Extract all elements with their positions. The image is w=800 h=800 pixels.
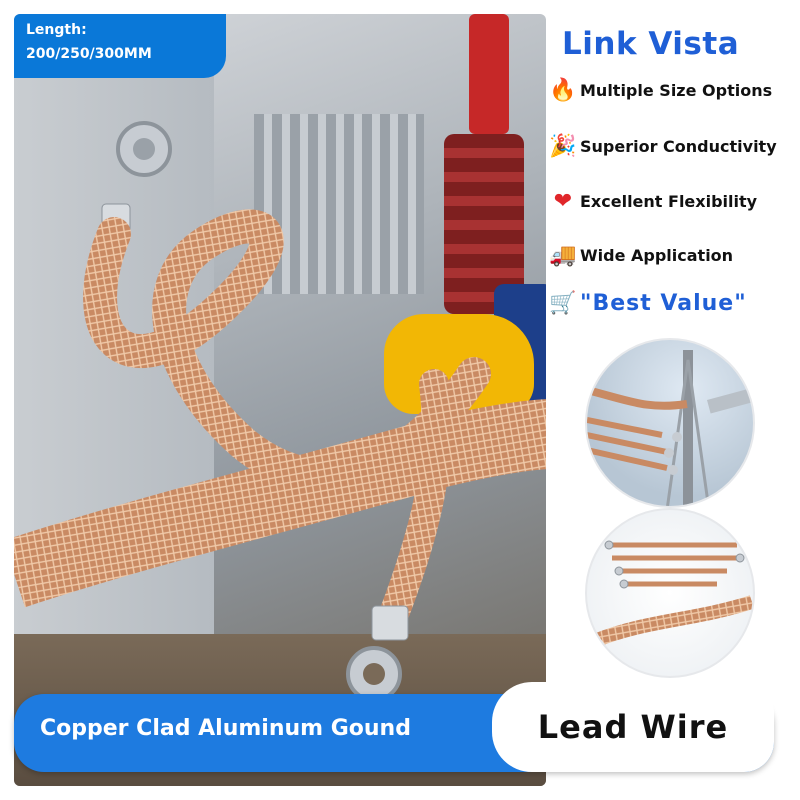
footer-banner: Copper Clad Aluminum Gound Lead Wire (14, 682, 774, 772)
application-tower-photo (585, 338, 755, 508)
feature-label: Wide Application (580, 245, 734, 265)
length-tag: Length: 200/250/300MM (14, 14, 226, 78)
copper-braid-graphic (14, 121, 546, 702)
feature-label: Multiple Size Options (580, 80, 773, 100)
wire-set-photo (585, 508, 755, 678)
transformer-fins (254, 114, 424, 294)
feature-conductivity: 🎉 Superior Conductivity (548, 131, 793, 161)
red-pipe (469, 14, 509, 134)
feature-label: Superior Conductivity (580, 136, 777, 156)
feature-label: "Best Value" (580, 290, 747, 316)
braid-flat (14, 399, 546, 608)
length-label: Length: (26, 22, 87, 38)
length-values: 200/250/300MM (26, 46, 152, 62)
title-pill: Lead Wire (492, 682, 774, 772)
party-popper-icon: 🎉 (549, 133, 577, 159)
product-title: Lead Wire (537, 708, 729, 746)
feature-best-value: 🛒 "Best Value" (548, 288, 793, 318)
feature-flexibility: ❤ Excellent Flexibility (548, 186, 793, 216)
product-photo: Length: 200/250/300MM (14, 14, 546, 786)
crimp-bottom (371, 605, 409, 641)
brand-logo: Link Vista (562, 26, 740, 62)
product-description: Copper Clad Aluminum Gound (40, 716, 411, 741)
shopping-cart-icon: 🛒 (549, 290, 577, 316)
feature-label: Excellent Flexibility (580, 191, 758, 211)
feature-application: 🚚 Wide Application (548, 240, 793, 270)
fire-icon: 🔥 (549, 77, 577, 103)
braid-lower (379, 369, 452, 629)
truck-icon: 🚚 (549, 242, 577, 268)
feature-size-options: 🔥 Multiple Size Options (548, 75, 793, 105)
heart-icon: ❤ (553, 188, 573, 214)
